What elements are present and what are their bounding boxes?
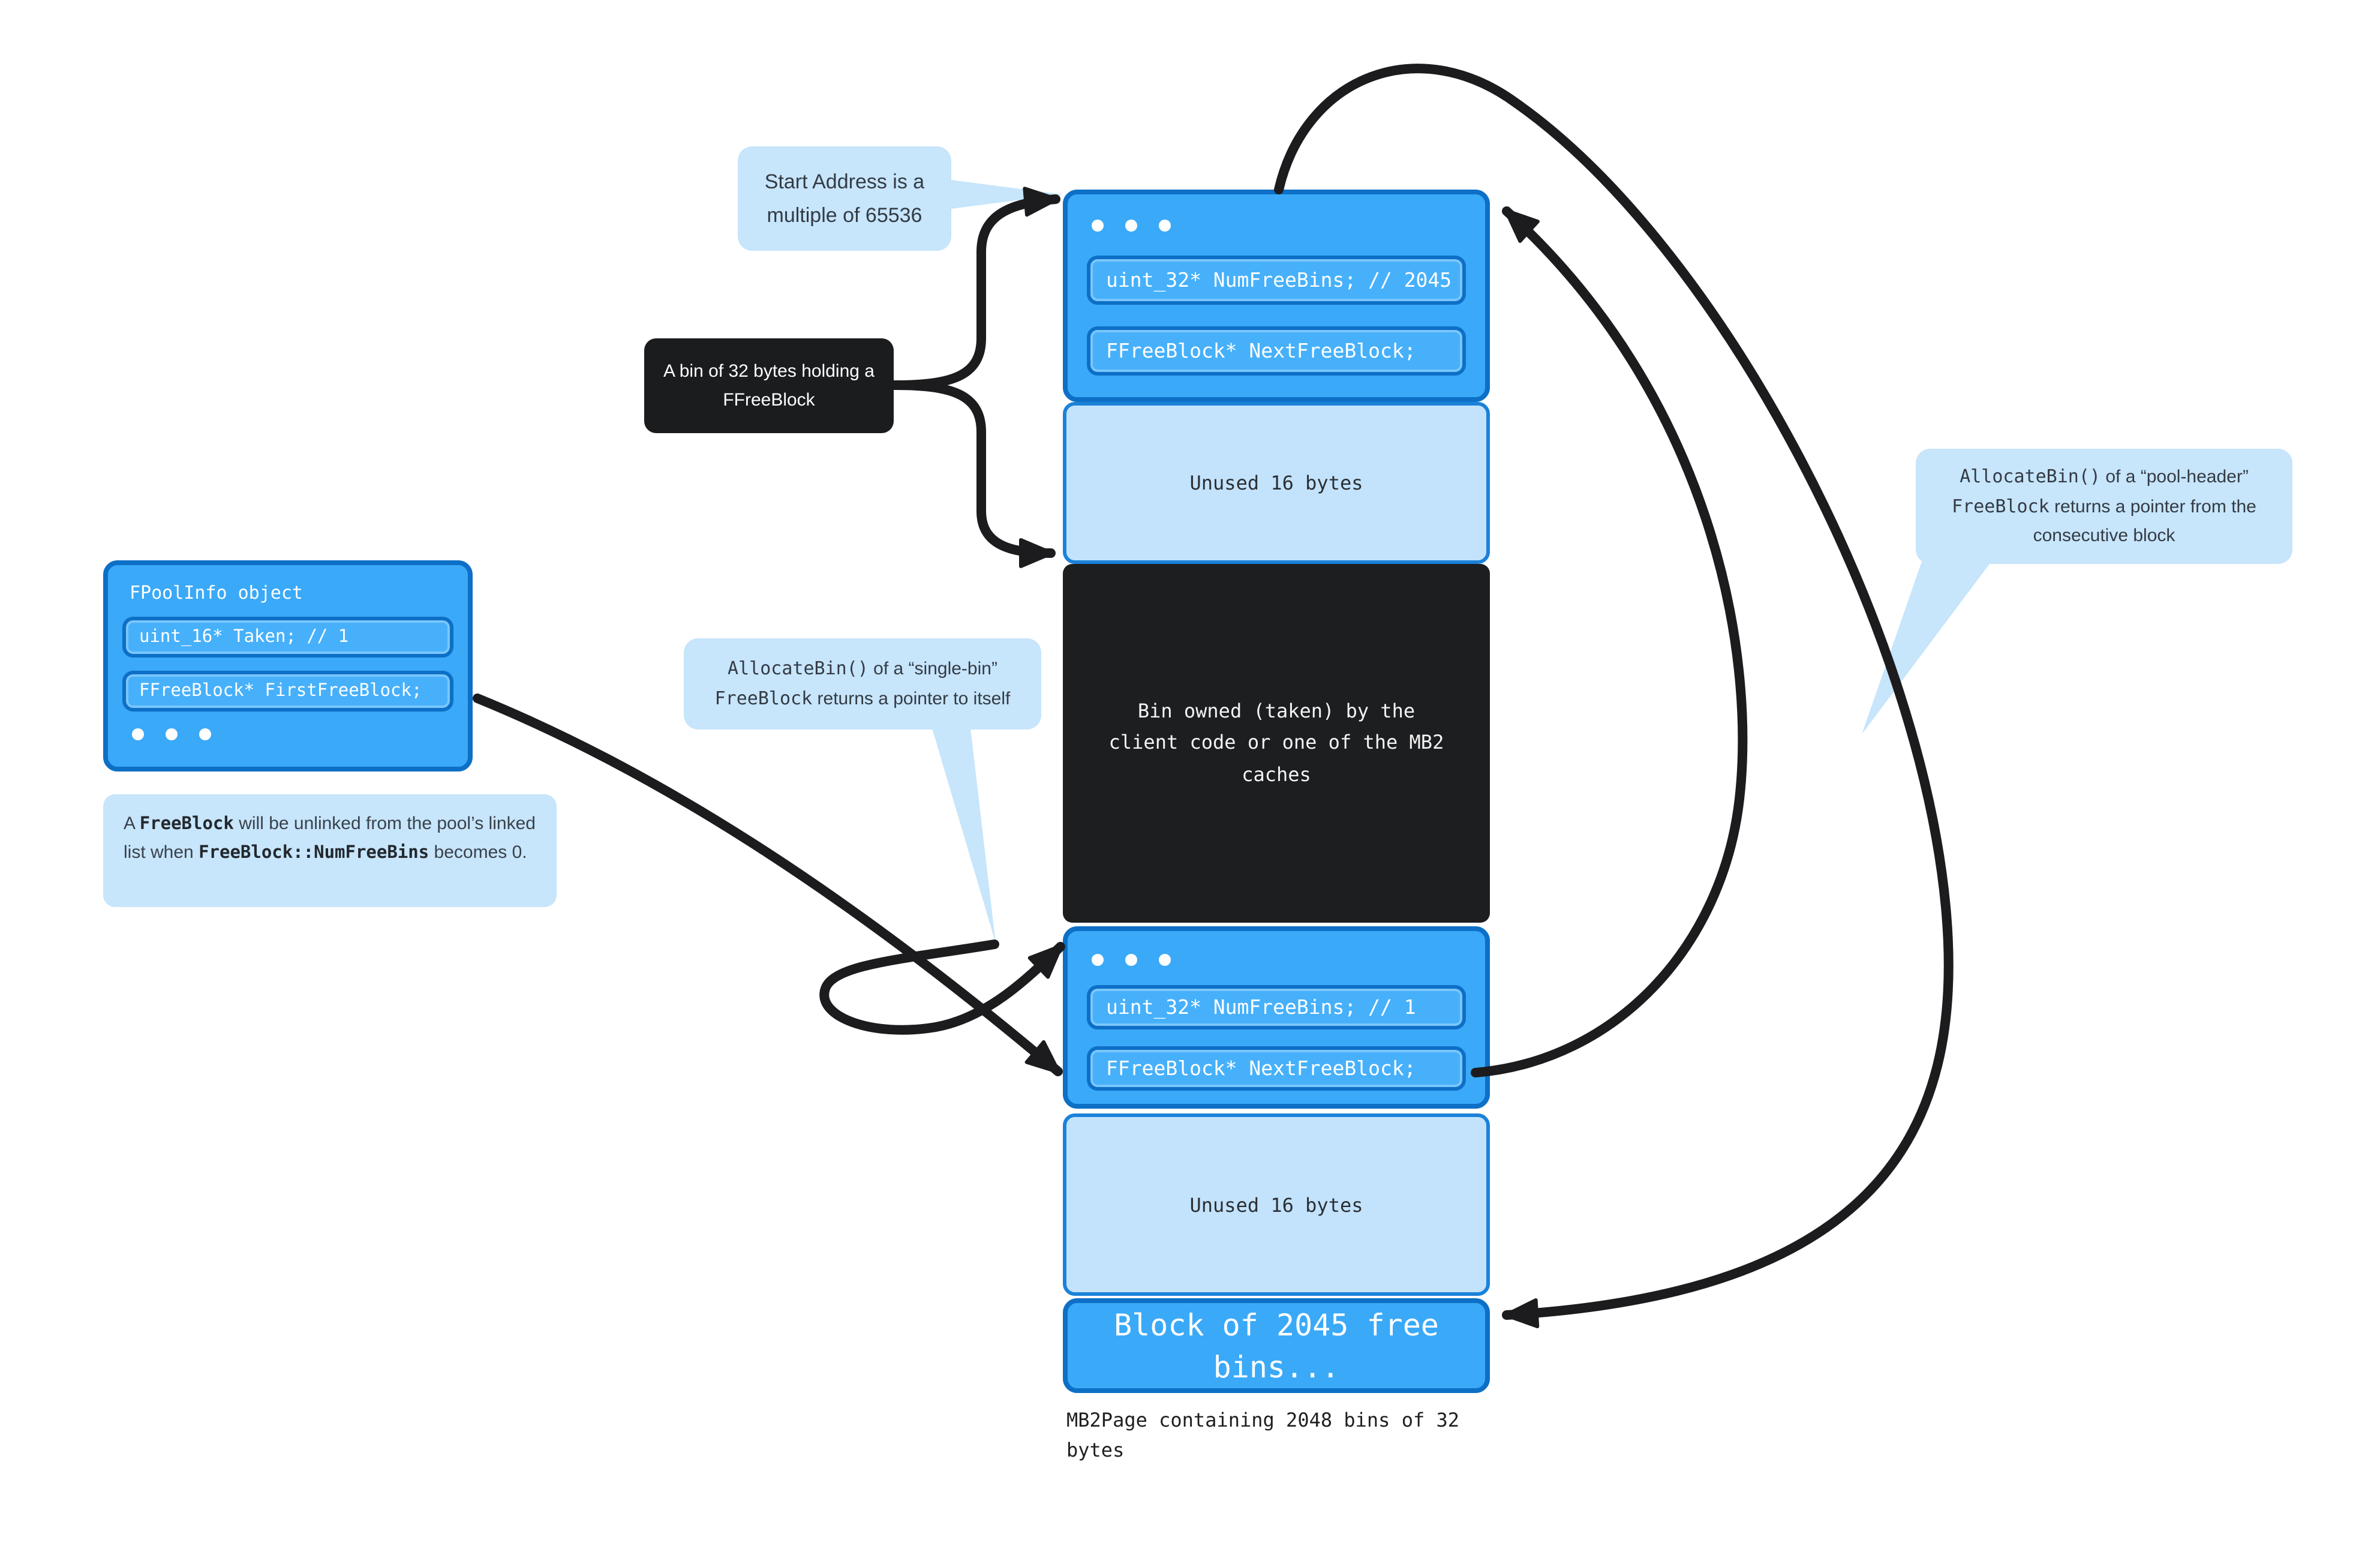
ellipsis-icon bbox=[1092, 218, 1466, 233]
single-bin-tail bbox=[932, 728, 996, 943]
field-numfreebins-1: uint_32* NumFreeBins; // 1 bbox=[1087, 985, 1466, 1029]
mb2page-caption: MB2Page containing 2048 bins of 32 bytes bbox=[1066, 1409, 1460, 1461]
arrow-nextfreeblock-to-header bbox=[1471, 206, 1748, 1077]
pool-header-code-freeblock: FreeBlock bbox=[1952, 496, 2050, 517]
field-taken: uint_16* Taken; // 1 bbox=[122, 617, 453, 658]
start-address-text: Start Address is a multiple of 65536 bbox=[764, 170, 925, 226]
field-nextfreeblock-bottom: FFreeBlock* NextFreeBlock; bbox=[1087, 1046, 1466, 1091]
free-bins-text: Block of 2045 free bins... bbox=[1114, 1307, 1439, 1384]
unused-top-label: Unused 16 bytes bbox=[1189, 472, 1363, 494]
field-numfreebins-2045: uint_32* NumFreeBins; // 2045 bbox=[1087, 256, 1466, 305]
callout-bin-32-bytes: A bin of 32 bytes holding a FFreeBlock bbox=[644, 338, 894, 433]
bin-32-bytes-text: A bin of 32 bytes holding a FFreeBlock bbox=[663, 361, 875, 410]
arrow-firstfreeblock-to-freeblock bbox=[473, 694, 1063, 1076]
freeblock-unlink-note: A FreeBlock will be unlinked from the po… bbox=[103, 794, 557, 907]
freeblock-header-block: uint_32* NumFreeBins; // 2045 FFreeBlock… bbox=[1063, 190, 1490, 402]
pool-header-code-allocatebin: AllocateBin() bbox=[1960, 466, 2100, 487]
single-bin-seg-3: returns a pointer to itself bbox=[812, 689, 1011, 709]
single-freeblock-block: uint_32* NumFreeBins; // 1 FFreeBlock* N… bbox=[1063, 926, 1490, 1109]
fpoolinfo-box: FPoolInfo object uint_16* Taken; // 1 FF… bbox=[103, 560, 473, 772]
fpoolinfo-title: FPoolInfo object bbox=[130, 582, 303, 604]
callout-start-address: Start Address is a multiple of 65536 bbox=[738, 146, 951, 251]
arrow-bin-span-bottom bbox=[890, 380, 1056, 568]
unused-bytes-bottom: Unused 16 bytes bbox=[1063, 1113, 1490, 1296]
free-bins-block: Block of 2045 free bins... bbox=[1063, 1298, 1490, 1393]
single-bin-code-freeblock: FreeBlock bbox=[714, 688, 813, 709]
note-seg-4: becomes 0. bbox=[429, 842, 527, 863]
unused-bytes-top: Unused 16 bytes bbox=[1063, 402, 1490, 564]
single-bin-seg-1: of a “single-bin” bbox=[868, 659, 997, 679]
pool-header-seg-3: returns a pointer from the consecutive b… bbox=[2033, 497, 2256, 546]
callout-pool-header: AllocateBin() of a “pool-header” FreeBlo… bbox=[1916, 449, 2292, 564]
ellipsis-icon bbox=[132, 727, 453, 742]
field-firstfreeblock: FFreeBlock* FirstFreeBlock; bbox=[122, 671, 453, 712]
unused-bottom-label: Unused 16 bytes bbox=[1189, 1193, 1363, 1216]
ellipsis-icon bbox=[1092, 953, 1466, 967]
pool-header-tail bbox=[1862, 562, 1991, 734]
pool-header-seg-1: of a “pool-header” bbox=[2100, 467, 2249, 487]
field-nextfreeblock-top: FFreeBlock* NextFreeBlock; bbox=[1087, 326, 1466, 376]
arrow-single-bin-self-loop bbox=[819, 939, 1065, 1035]
taken-bin-text: Bin owned (taken) by the client code or … bbox=[1108, 699, 1444, 786]
note-code-numfreebins: FreeBlock::NumFreeBins bbox=[199, 843, 429, 863]
note-seg-0: A bbox=[124, 813, 140, 834]
callout-single-bin: AllocateBin() of a “single-bin” FreeBloc… bbox=[684, 638, 1041, 730]
note-code-freeblock: FreeBlock bbox=[139, 815, 234, 834]
start-address-tail bbox=[951, 180, 1063, 209]
single-bin-code-allocatebin: AllocateBin() bbox=[728, 658, 869, 679]
taken-bin-block: Bin owned (taken) by the client code or … bbox=[1063, 564, 1490, 923]
